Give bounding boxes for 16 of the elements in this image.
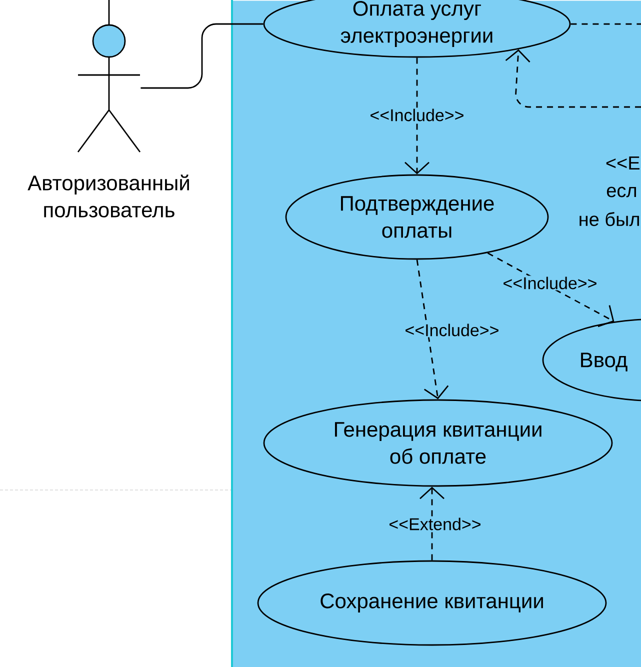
connector — [570, 23, 641, 25]
actor-name: Авторизованный пользователь — [28, 174, 189, 218]
edge-label: <<Include>> — [502, 276, 598, 290]
edge-label: <<Extend>> — [388, 516, 482, 532]
dashed-arrow — [404, 58, 430, 174]
connector — [108, 0, 110, 25]
note-text: не был — [580, 212, 639, 226]
dashed-arrow — [420, 486, 444, 560]
connector — [140, 23, 264, 89]
note-text: есл — [606, 186, 636, 198]
dashed-arrow — [505, 49, 641, 108]
edge-label: <<Include>> — [404, 322, 500, 338]
dashed-arrow — [487, 252, 614, 328]
note-text: <<E — [606, 156, 640, 170]
dashed-arrow — [416, 260, 449, 400]
edge-label: <<Include>> — [368, 108, 466, 122]
